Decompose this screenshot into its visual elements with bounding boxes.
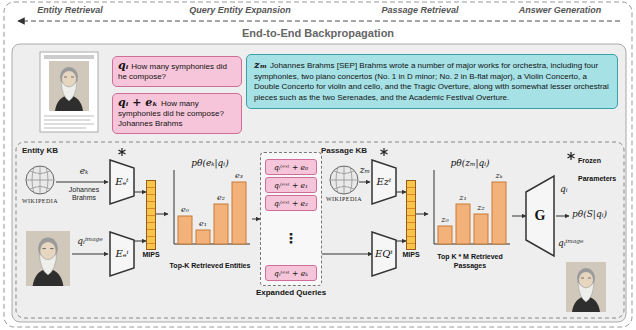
mips-bar: MIPS xyxy=(406,180,416,250)
text-label: qᵢⁱᵐᵃᵍᵉ xyxy=(77,236,102,247)
wikipedia-globe xyxy=(26,166,54,194)
connector xyxy=(512,216,526,217)
connector xyxy=(396,241,406,242)
text-label: qᵢⁱᵐᵃᵍᵉ xyxy=(558,238,583,249)
connector xyxy=(156,214,168,215)
query-box: qᵢHow many symphonies did he compose? xyxy=(112,56,242,87)
text-label: Answer Generation xyxy=(519,5,602,16)
node-text: Top K * M Retrieved Passages xyxy=(428,252,512,270)
legend-row: Frozen Parameters xyxy=(578,149,622,185)
trapezoid-shape xyxy=(372,232,396,276)
connector xyxy=(416,214,428,215)
node-text: pθ(eₖ|qᵢ) xyxy=(191,158,228,169)
entity-bars xyxy=(174,170,250,244)
text-label: eₖ xyxy=(80,166,89,177)
node-text: qᵢ xyxy=(118,59,128,72)
frozen-icon xyxy=(119,148,126,156)
generator-trapezoid: G xyxy=(526,176,554,256)
text-label: WIKIPEDIA xyxy=(326,196,362,203)
text-label: WIKIPEDIA xyxy=(22,198,58,205)
diagram-title: End-to-End Backpropagation xyxy=(0,27,636,40)
node-text: pθ(zₘ|qᵢ) xyxy=(450,158,489,169)
query-image xyxy=(26,231,70,286)
text-label: e₂ xyxy=(217,193,225,203)
legend-icon xyxy=(568,152,575,160)
inner-panel xyxy=(12,44,626,322)
text-label: z₀ xyxy=(441,215,448,225)
text-label: e₀ xyxy=(181,205,189,215)
connector xyxy=(322,254,372,255)
node-text: qᵢᵗᵉˣᵗ + e₂ xyxy=(274,199,308,208)
outer-frame xyxy=(4,2,632,327)
text-label: ⋮ xyxy=(284,230,298,246)
text-label: qᵢ xyxy=(560,184,568,195)
node-text: qᵢ + eₖ xyxy=(118,96,158,109)
text-label: e₁ xyxy=(199,219,207,229)
text-label: Query Entity Expansion xyxy=(189,5,291,16)
infobox-illustration xyxy=(40,52,98,132)
node-text: Top-K Retrieved Entities xyxy=(170,261,251,270)
backprop-arrow xyxy=(18,20,620,22)
passage-box: zₘJohannes Brahms [SEP] Brahms wrote a n… xyxy=(246,54,618,109)
expanded-query-box: qᵢᵗᵉˣᵗ + e₁ xyxy=(265,177,317,193)
node-text: Johannes Brahms [SEP] Brahms wrote a num… xyxy=(254,61,609,102)
connector xyxy=(134,241,146,242)
text-label: Entity Retrieval xyxy=(37,5,103,16)
text-label: Passage Retrieval xyxy=(381,5,458,16)
node-text: Ezᵗ xyxy=(376,176,391,188)
expanded-query-group: Expanded Queriesqᵢᵗᵉˣᵗ + e₀qᵢᵗᵉˣᵗ + e₁qᵢ… xyxy=(260,152,322,286)
node-text: EQᵗ xyxy=(375,248,393,260)
node-text: G xyxy=(535,208,546,224)
node-text: qᵢᵗᵉˣᵗ + e₁ xyxy=(274,181,308,190)
passage-bars xyxy=(434,170,510,244)
connector xyxy=(252,219,260,220)
text-label: Entity KB xyxy=(22,146,58,156)
text-label: e₃ xyxy=(235,171,243,181)
wikipedia-globe xyxy=(330,166,358,194)
trapezoid-shape xyxy=(110,160,134,204)
encoder-trapezoid: Ezᵗ xyxy=(372,160,396,204)
trapezoid-shape xyxy=(372,160,396,204)
frozen-icon xyxy=(381,148,388,156)
expanded-query-box: qᵢᵗᵉˣᵗ + e₀ xyxy=(265,159,317,175)
node-text: MIPS xyxy=(402,251,419,259)
node-text: Eₑᵗ xyxy=(115,176,129,188)
node-text: qᵢᵗᵉˣᵗ + eₖ xyxy=(274,269,308,278)
node-text: Eₑⁱ xyxy=(115,248,128,260)
connector xyxy=(396,192,406,193)
query-box: qᵢ + eₖHow many symphonies did he compos… xyxy=(112,93,242,134)
expanded-query-box: qᵢᵗᵉˣᵗ + e₂ xyxy=(265,195,317,211)
legend-text: Frozen Parameters xyxy=(578,157,616,182)
encoder-trapezoid: Eₑᵗ xyxy=(110,160,134,204)
pipeline-region xyxy=(16,142,624,318)
text-label: zₖ xyxy=(495,171,502,181)
encoder-trapezoid: EQᵗ xyxy=(372,232,396,276)
text-label: Passage KB xyxy=(321,146,367,156)
encoder-trapezoid: Eₑⁱ xyxy=(110,232,134,276)
text-label: pθ(S|qᵢ) xyxy=(572,209,607,220)
text-label: Johannes Brahms xyxy=(57,186,111,202)
node-text: MIPS xyxy=(142,251,159,259)
trapezoid-shape xyxy=(110,232,134,276)
connector xyxy=(134,192,146,193)
node-text: How many symphonies did he compose? xyxy=(118,62,227,81)
text-label: zₘ xyxy=(360,165,370,176)
text-label: z₁ xyxy=(459,193,466,203)
text-label: z₂ xyxy=(477,203,484,213)
expanded-query-box: qᵢᵗᵉˣᵗ + eₖ xyxy=(265,265,317,281)
node-text: Expanded Queries xyxy=(256,288,326,298)
trapezoid-shape xyxy=(526,176,554,256)
mips-bar: MIPS xyxy=(146,180,156,250)
node-text: zₘ xyxy=(254,59,267,70)
node-text: qᵢᵗᵉˣᵗ + e₀ xyxy=(274,163,308,172)
query-image xyxy=(566,262,606,312)
